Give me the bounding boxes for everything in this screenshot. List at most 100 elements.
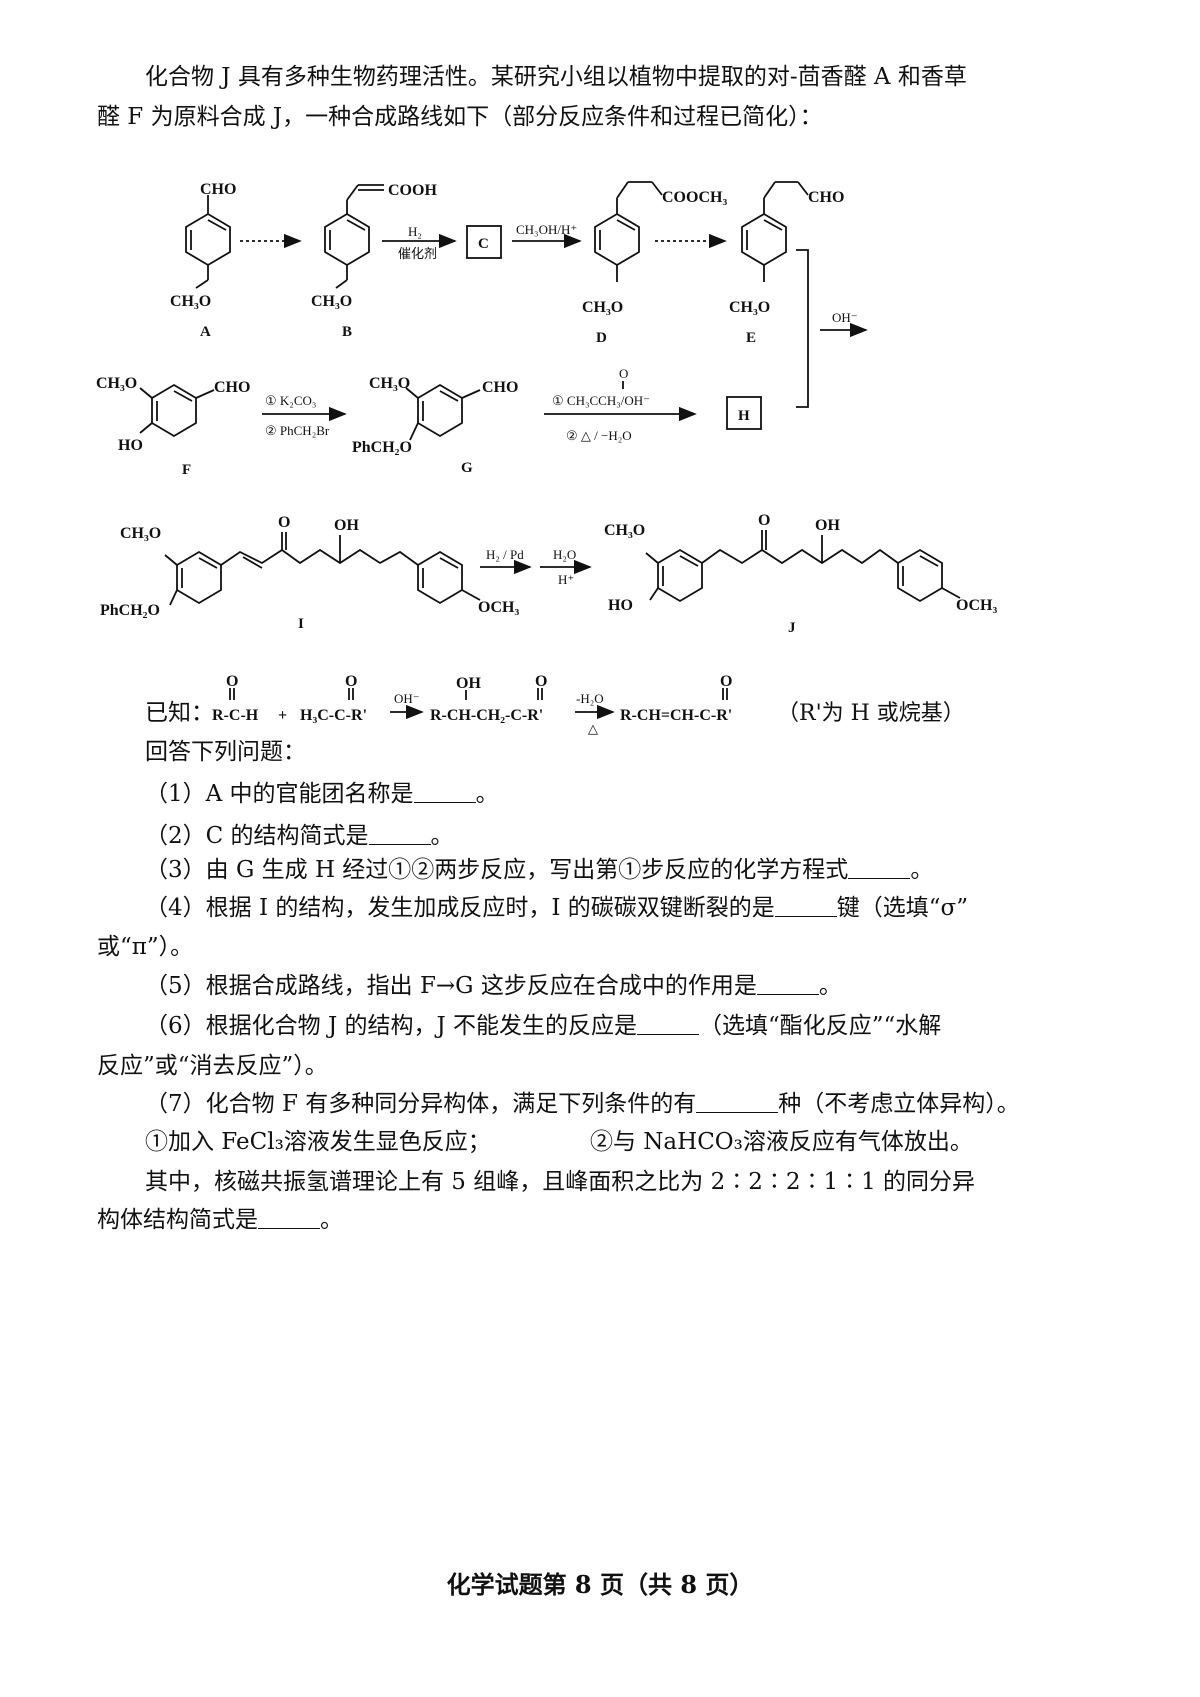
group-cho-A: CHO: [200, 181, 236, 198]
q6-blank[interactable]: [637, 1004, 700, 1035]
q3-end: 。: [910, 857, 934, 883]
cond-catalyst: 催化剂: [398, 246, 437, 261]
group-cho-G: CHO: [482, 379, 518, 396]
group-ho-J: HO: [608, 597, 633, 614]
known-minus-h2o: -H₂O: [576, 691, 604, 706]
group-ch3o-E: CH₃O: [729, 299, 770, 316]
group-och3-I: OCH₃: [478, 599, 519, 616]
known-delta: △: [588, 721, 598, 736]
question-5: （5）根据合成路线，指出 F→G 这步反应在合成中的作用是 。: [145, 964, 842, 1008]
cond-ch3oh: CH₃OH/H⁺: [516, 222, 577, 237]
group-cho-F: CHO: [214, 379, 250, 396]
questions-lead: 回答下列问题：: [145, 739, 306, 765]
known-oh-minus: OH⁻: [394, 691, 420, 706]
q7-blank[interactable]: [696, 1082, 779, 1113]
q7-final-blank[interactable]: [258, 1198, 320, 1229]
q6-end: （选填“酯化反应”“水解: [699, 1013, 942, 1039]
cond-phch2br: ② PhCH₂Br: [265, 423, 330, 438]
known-h3c-c-r: H₃C-C-R': [300, 707, 367, 724]
ring-B: [324, 212, 370, 267]
group-cooch3-D: COOCH₃: [662, 189, 727, 206]
ring-E: [741, 212, 787, 267]
group-ch3o-G: CH₃O: [369, 375, 410, 392]
known-r-c-h: R-C-H: [212, 707, 259, 724]
group-cooh-B: COOH: [388, 182, 437, 199]
cond-h-plus: H⁺: [558, 572, 574, 587]
cond-acetone-o: O: [619, 366, 628, 381]
cond-h2: H₂: [408, 224, 422, 239]
group-och3-J: OCH₃: [956, 597, 997, 614]
known-o-2: O: [345, 673, 357, 690]
label-E: E: [746, 330, 756, 346]
question-4-cont: 或“π”）。: [97, 934, 194, 960]
label-D: D: [596, 330, 607, 346]
known-plus: +: [278, 707, 287, 724]
group-cho-E: CHO: [808, 189, 844, 206]
q5-text: （5）根据合成路线，指出 F→G 这步反应在合成中的作用是: [145, 973, 757, 999]
q5-end: 。: [818, 973, 842, 999]
q2-blank[interactable]: [368, 814, 431, 845]
question-1: （1）A 中的官能团名称是。: [145, 772, 499, 816]
q1-blank[interactable]: [413, 772, 476, 803]
q4-blank[interactable]: [774, 886, 837, 917]
label-A: A: [200, 324, 211, 340]
q7-text: （7）化合物 F 有多种同分异构体，满足下列条件的有: [145, 1091, 697, 1117]
label-F: F: [182, 462, 191, 478]
label-B: B: [342, 324, 352, 340]
known-o-4: O: [720, 673, 732, 690]
group-ch3o-B: CH₃O: [311, 293, 352, 310]
q2-end: 。: [430, 823, 454, 849]
question-3: （3）由 G 生成 H 经过①②两步反应，写出第①步反应的化学方程式 。: [145, 848, 933, 892]
question-7: （7）化合物 F 有多种同分异构体，满足下列条件的有 种（不考虑立体异构）。: [145, 1082, 1020, 1126]
intro-line-2: 醛 F 为原料合成 J，一种合成路线如下（部分反应条件和过程已简化）：: [97, 104, 823, 130]
q3-blank[interactable]: [848, 848, 911, 879]
question-7-cond-1: ①加入 FeCl₃溶液发生显色反应；: [145, 1129, 491, 1155]
group-phch2o-I: PhCH₂O: [100, 602, 160, 619]
q2-text: （2）C 的结构简式是: [145, 823, 369, 849]
known-product: R-CH=CH-C-R': [620, 707, 732, 724]
q4-text: （4）根据 I 的结构，发生加成反应时，I 的碳碳双键断裂的是: [145, 895, 775, 921]
ring-G: [417, 383, 463, 438]
ring-J-right: [897, 548, 943, 603]
q7-final-text: 构体结构简式是: [97, 1207, 258, 1233]
group-o-I: O: [278, 514, 290, 531]
ring-F: [151, 383, 197, 438]
ring-A: [185, 212, 231, 267]
q3-text: （3）由 G 生成 H 经过①②两步反应，写出第①步反应的化学方程式: [145, 857, 849, 883]
cond-acetone: ① CH₃CCH₃/OH⁻: [552, 393, 650, 408]
question-7-nmr: 其中，核磁共振氢谱理论上有 5 组峰，且峰面积之比为 2∶2∶2∶1∶1 的同分…: [145, 1169, 976, 1195]
group-oh-I: OH: [334, 517, 359, 534]
label-C: C: [478, 236, 489, 252]
ring-J-left: [657, 548, 703, 603]
group-oh-J: OH: [815, 517, 840, 534]
known-note: （R'为 H 或烷基）: [777, 701, 965, 726]
label-G: G: [461, 460, 473, 476]
group-phch2o-G: PhCH₂O: [352, 439, 412, 456]
group-ho-F: HO: [118, 437, 143, 454]
question-6: （6）根据化合物 J 的结构，J 不能发生的反应是 （选填“酯化反应”“水解: [145, 1004, 941, 1048]
cond-h2o: H₂O: [553, 547, 576, 562]
question-7-cond-2: ②与 NaHCO₃溶液反应有气体放出。: [590, 1129, 973, 1155]
question-2: （2）C 的结构简式是 。: [145, 814, 454, 858]
known-o-3: O: [535, 673, 547, 690]
cond-k2co3: ① K₂CO₃: [265, 393, 316, 408]
q4-end: 键（选填“σ”: [836, 895, 968, 921]
cond-h2pd: H₂ / Pd: [486, 547, 524, 562]
cond-oh-minus: OH⁻: [832, 310, 858, 325]
ring-I-left: [176, 550, 222, 605]
group-ch3o-I: CH₃O: [120, 525, 161, 542]
label-J: J: [788, 620, 796, 636]
question-4: （4）根据 I 的结构，发生加成反应时，I 的碳碳双键断裂的是 键（选填“σ”: [145, 886, 968, 930]
question-6-cont: 反应”或“消去反应”）。: [97, 1053, 328, 1079]
ring-I-right: [417, 550, 463, 605]
q7-end: 种（不考虑立体异构）。: [778, 1091, 1020, 1117]
known-middle: R-CH-CH₂-C-R': [430, 707, 543, 724]
q5-blank[interactable]: [756, 964, 819, 995]
q1-end: 。: [475, 781, 499, 807]
question-7-final: 构体结构简式是。: [97, 1198, 343, 1242]
q6-text: （6）根据化合物 J 的结构，J 不能发生的反应是: [145, 1013, 638, 1039]
label-I: I: [298, 616, 304, 632]
known-oh: OH: [456, 675, 481, 692]
page-footer: 化学试题第 8 页（共 8 页）: [446, 1570, 754, 1599]
